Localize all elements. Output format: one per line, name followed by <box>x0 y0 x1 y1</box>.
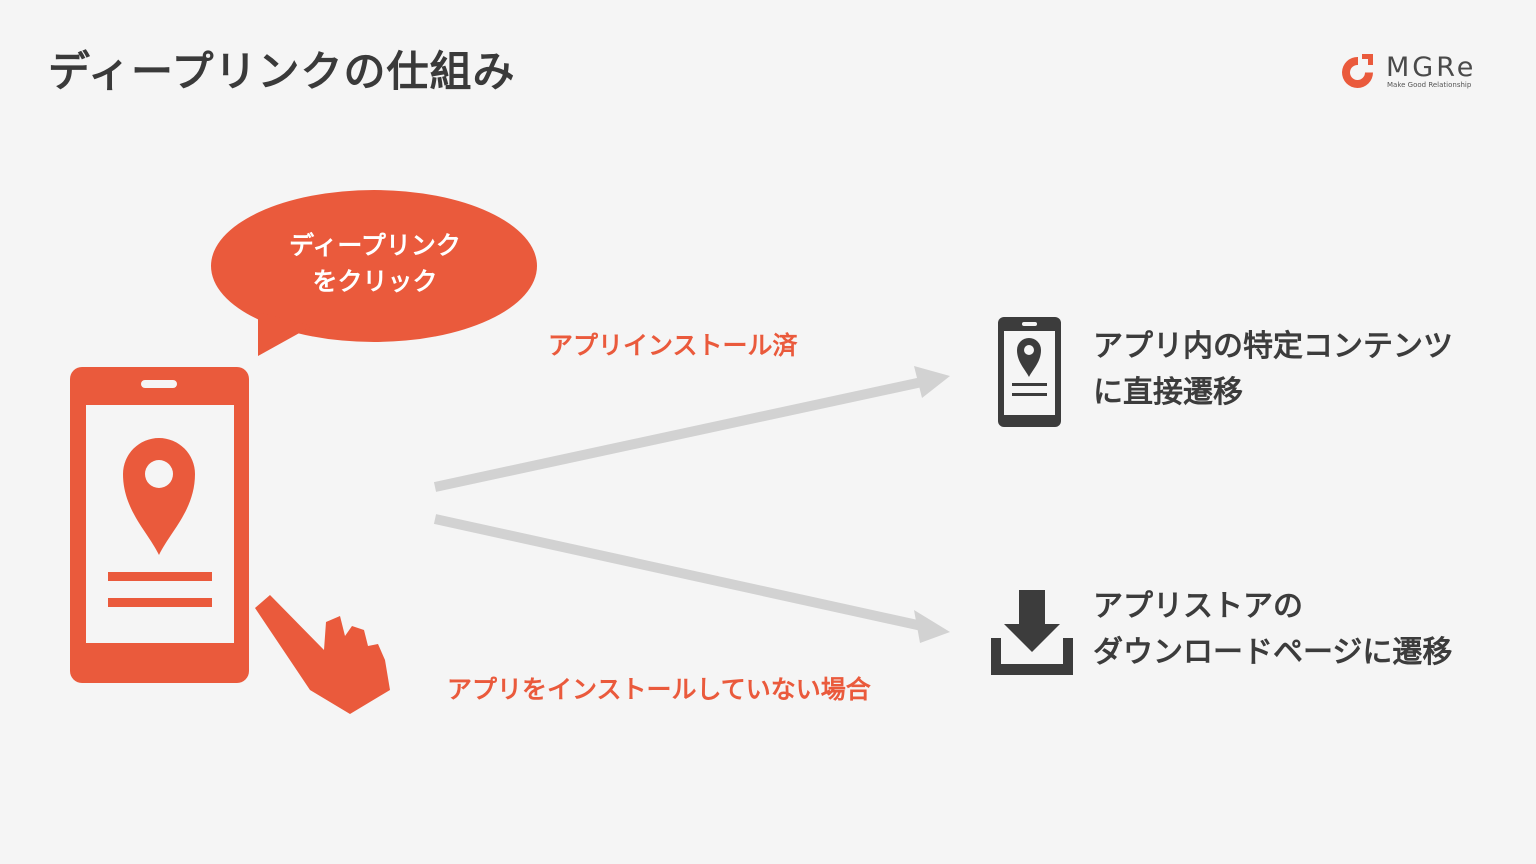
download-tray-icon <box>991 590 1073 675</box>
page-title: ディープリンクの仕組み <box>48 47 516 96</box>
pointing-hand-icon <box>255 595 390 714</box>
installed-result: アプリ内の特定コンテンツ に直接遷移 <box>1093 324 1453 416</box>
bubble-line-1: ディープリンク <box>289 231 461 260</box>
smartphone-map-pin-icon <box>70 367 249 683</box>
not-installed-result-line-1: アプリストアの <box>1093 589 1303 624</box>
bubble-line-2: をクリック <box>312 267 438 296</box>
not-installed-label: アプリをインストールしていない場合 <box>447 675 871 704</box>
arrow-not-installed <box>433 514 950 643</box>
bubble-text: ディープリンク をクリック <box>216 228 534 300</box>
installed-label: アプリインストール済 <box>548 331 798 360</box>
brand-logo: MGRe Make Good Relationship <box>1332 50 1502 94</box>
not-installed-result: アプリストアの ダウンロードページに遷移 <box>1093 584 1452 676</box>
mgre-logo-icon <box>1342 54 1373 88</box>
arrow-installed <box>433 366 950 492</box>
not-installed-result-line-2: ダウンロードページに遷移 <box>1093 635 1453 670</box>
logo-tagline: Make Good Relationship <box>1387 81 1472 89</box>
installed-result-line-2: に直接遷移 <box>1093 375 1243 410</box>
logo-wordmark: MGRe <box>1386 52 1477 83</box>
speech-bubble <box>211 190 537 356</box>
smartphone-map-pin-icon <box>998 317 1061 427</box>
installed-result-line-1: アプリ内の特定コンテンツ <box>1093 329 1453 364</box>
